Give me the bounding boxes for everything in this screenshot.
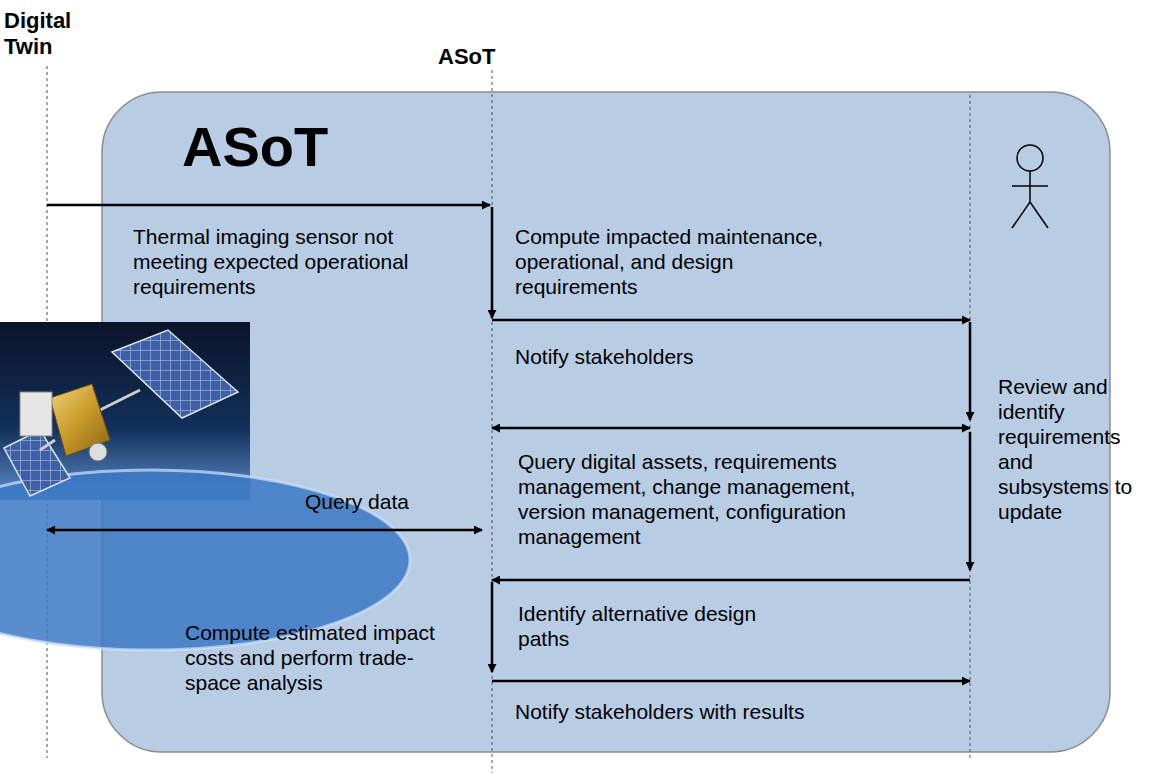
message-label: Notify stakeholders	[515, 344, 815, 369]
lifeline	[970, 95, 971, 758]
message-arrows	[47, 205, 970, 681]
satellite-illustration	[0, 322, 410, 650]
message-label: Compute estimated impact costs and perfo…	[185, 620, 440, 695]
lifeline-title: ASoT	[438, 44, 558, 70]
region-heading: ASoT	[182, 116, 328, 178]
message-label: Query data	[305, 489, 465, 514]
message-label: Notify stakeholders with results	[515, 699, 895, 724]
asot-region	[102, 92, 1110, 752]
message-label: Thermal imaging sensor not meeting expec…	[133, 224, 443, 299]
message-label: Review and identify requirements and sub…	[998, 374, 1148, 524]
actor-figure	[1012, 145, 1048, 228]
message-label: Identify alternative design paths	[518, 601, 808, 651]
lifeline-title: Digital Twin	[4, 8, 99, 60]
message-label: Compute impacted maintenance, operationa…	[515, 224, 855, 299]
message-label: Query digital assets, requirements manag…	[518, 449, 903, 549]
lifeline	[492, 70, 493, 773]
